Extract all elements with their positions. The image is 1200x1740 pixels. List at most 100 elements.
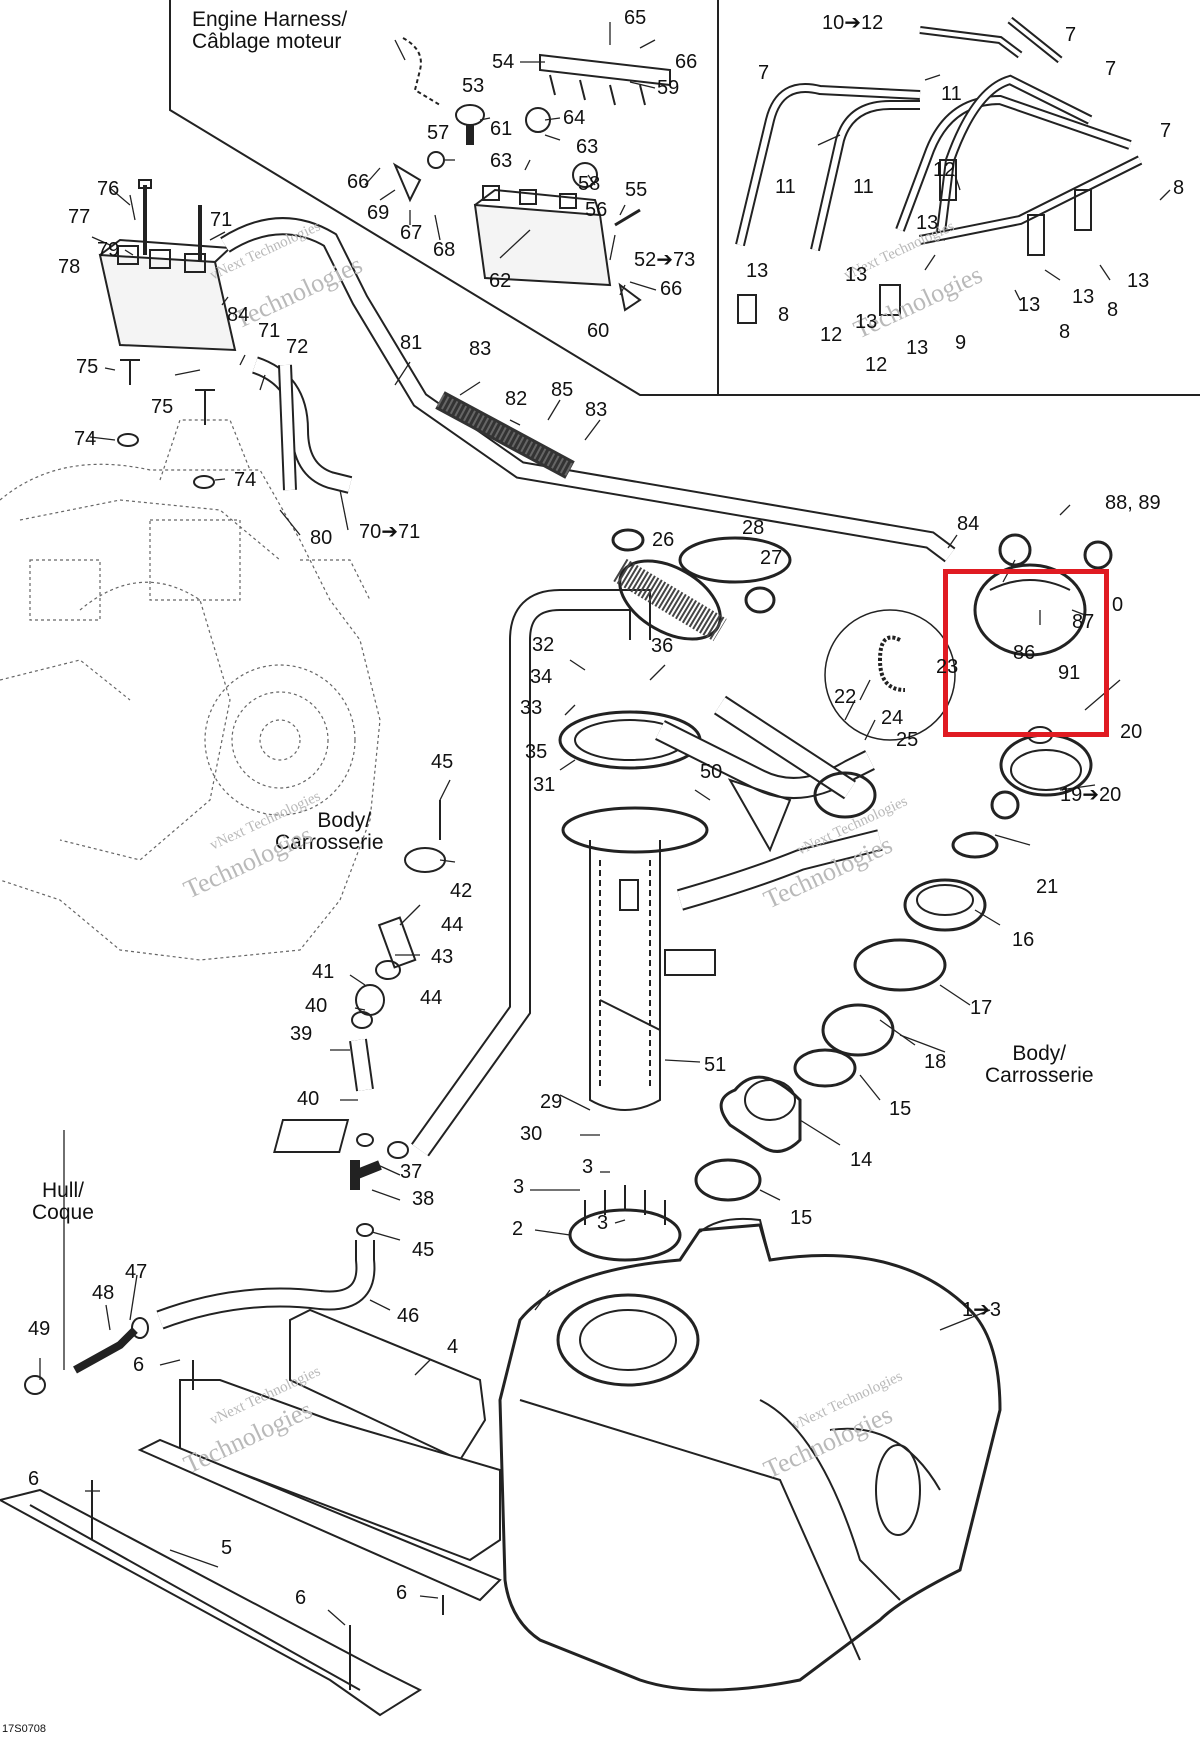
callout-label: 74 — [234, 469, 257, 491]
callout-label: 60 — [587, 320, 610, 342]
callout-label: 8 — [778, 304, 790, 326]
callout-label: 44 — [441, 914, 464, 936]
callout-label: 11 — [775, 176, 796, 198]
callout-label: 39 — [290, 1023, 313, 1045]
callout-label: 13 — [1018, 294, 1041, 316]
callout-label: 19➔20 — [1060, 784, 1122, 806]
callout-label: 91 — [1058, 662, 1081, 684]
note-hull: Hull/ Coque — [32, 1179, 94, 1225]
callout-label: 54 — [492, 51, 515, 73]
callout-label: 22 — [834, 686, 857, 708]
callout-label: 18 — [924, 1051, 947, 1073]
callout-label: 6 — [295, 1587, 307, 1609]
note-line: Câblage moteur — [192, 30, 342, 54]
callout-label: 84 — [227, 304, 250, 326]
callout-label: 4 — [447, 1336, 459, 1358]
note-body-right: Body/ Carrosserie — [985, 1042, 1094, 1088]
callout-label: 13 — [855, 311, 878, 333]
callout-label: 38 — [412, 1188, 435, 1210]
callout-label: 13 — [845, 264, 868, 286]
callout-label: 29 — [540, 1091, 563, 1113]
callout-label: 3 — [582, 1156, 594, 1178]
callout-label: 14 — [850, 1149, 873, 1171]
callout-label: 33 — [520, 697, 543, 719]
callout-label: 68 — [433, 239, 456, 261]
callout-label: 0 — [1112, 594, 1124, 616]
callout-label: 58 — [578, 173, 601, 195]
callout-label: 40 — [305, 995, 328, 1017]
callout-label: 85 — [551, 379, 574, 401]
callout-label: 8 — [1107, 299, 1119, 321]
callout-label: 71 — [258, 320, 281, 342]
callout-label: 80 — [310, 527, 333, 549]
callout-label: 20 — [1120, 721, 1143, 743]
callout-label: 77 — [68, 206, 91, 228]
callout-label: 66 — [660, 278, 683, 300]
callout-label: 11 — [853, 176, 874, 198]
callout-label: 49 — [28, 1318, 51, 1340]
callout-label: 12 — [865, 354, 888, 376]
callout-label: 26 — [652, 529, 675, 551]
callout-label: 5 — [221, 1537, 233, 1559]
callout-label: 56 — [585, 199, 608, 221]
callout-label: 78 — [58, 256, 81, 278]
note-line: Coque — [32, 1201, 94, 1225]
callout-label: 53 — [462, 75, 485, 97]
callout-label: 46 — [397, 1305, 420, 1327]
callout-label: 57 — [427, 122, 450, 144]
note-line: Hull/ — [41, 1179, 84, 1202]
callout-label: 9 — [955, 332, 967, 354]
callout-label: 32 — [532, 634, 555, 656]
note-body-left: Body/ Carrosserie — [275, 809, 384, 854]
callout-label: 7 — [1065, 24, 1077, 46]
callout-label: 10➔12 — [822, 12, 884, 34]
callout-label: 45 — [412, 1239, 435, 1261]
callout-label: 64 — [563, 107, 586, 129]
callout-label: 59 — [657, 77, 680, 99]
callout-label: 15 — [889, 1098, 912, 1120]
callout-label: 13 — [906, 337, 929, 359]
callout-label: 42 — [450, 880, 473, 902]
callout-label: 70➔71 — [359, 521, 421, 543]
note-engine-harness: Engine Harness/ Câblage moteur — [192, 8, 348, 54]
callout-label: 17 — [970, 997, 993, 1019]
note-line: Engine Harness/ — [192, 8, 348, 31]
callout-label: 74 — [74, 428, 97, 450]
callout-label: 12 — [933, 159, 956, 181]
callout-label: 7 — [1160, 120, 1172, 142]
callout-label: 83 — [469, 338, 492, 360]
callout-label: 13 — [746, 260, 769, 282]
callout-label: 11 — [941, 83, 962, 105]
callout-label: 41 — [312, 961, 335, 983]
callout-label: 1➔3 — [962, 1299, 1002, 1321]
callout-label: 88, 89 — [1105, 492, 1161, 514]
callout-label: 27 — [760, 547, 783, 569]
callout-label: 13 — [1072, 286, 1095, 308]
note-line: Carrosserie — [985, 1064, 1094, 1088]
callout-label: 8 — [1173, 177, 1185, 199]
callout-label: 25 — [896, 729, 919, 751]
callout-label: 61 — [490, 118, 513, 140]
callout-label: 12 — [820, 324, 843, 346]
callout-label: 44 — [420, 987, 443, 1009]
callout-label: 81 — [400, 332, 423, 354]
callout-label: 51 — [704, 1054, 727, 1076]
figure-code: 17S0708 — [2, 1723, 47, 1735]
callout-label: 36 — [651, 635, 674, 657]
callout-label: 40 — [297, 1088, 320, 1110]
callout-label: 7 — [1105, 58, 1117, 80]
callout-label: 55 — [625, 179, 648, 201]
callout-label: 84 — [957, 513, 980, 535]
callout-label: 62 — [489, 270, 512, 292]
callout-label: 76 — [97, 178, 120, 200]
callout-label: 24 — [881, 707, 904, 729]
callout-label: 2 — [512, 1218, 524, 1240]
callout-label: 6 — [28, 1468, 40, 1490]
callout-label: 7 — [758, 62, 770, 84]
callout-label: 50 — [700, 761, 723, 783]
callout-label: 82 — [505, 388, 528, 410]
callout-label: 66 — [347, 171, 370, 193]
callout-label: 31 — [533, 774, 556, 796]
